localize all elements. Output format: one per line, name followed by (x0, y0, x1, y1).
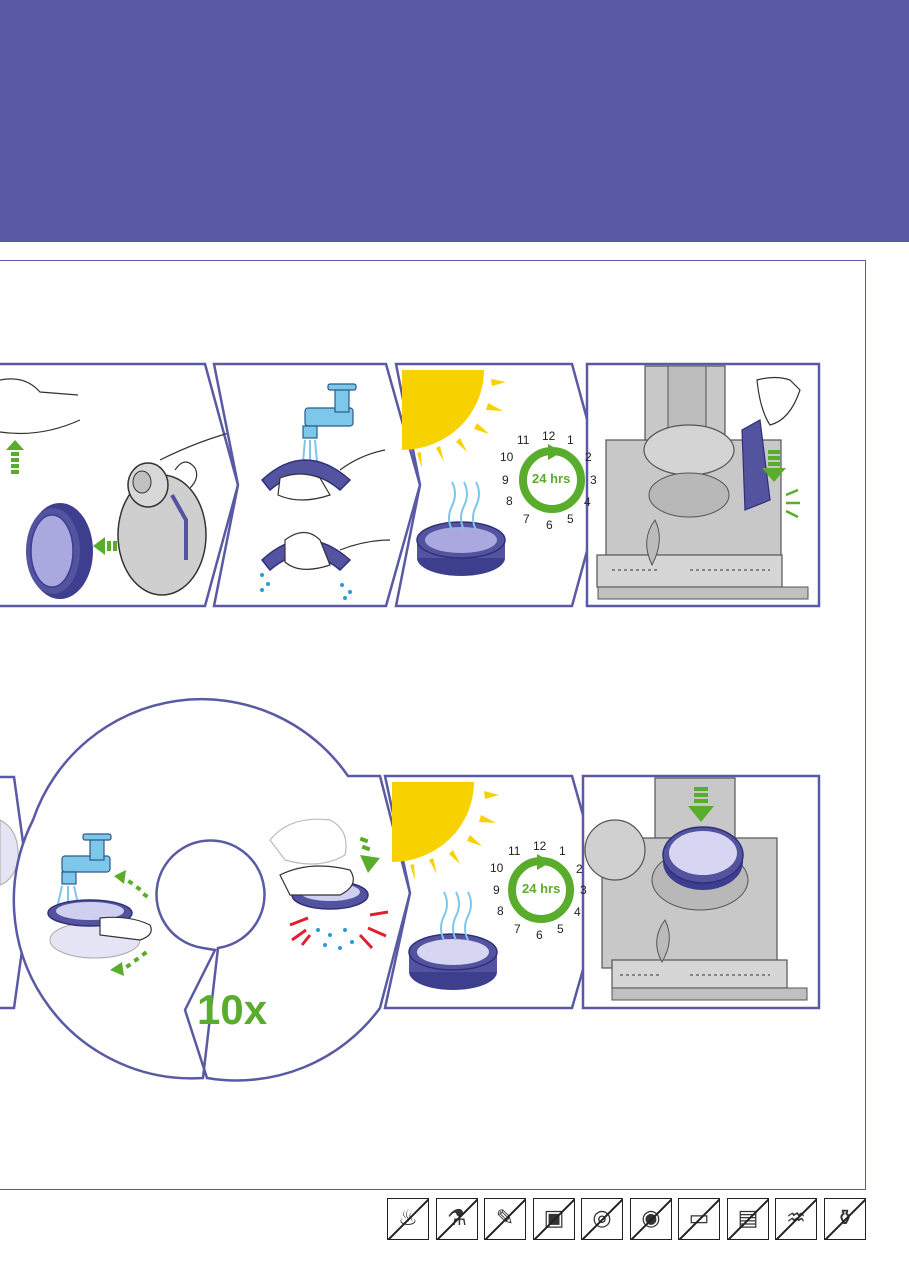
clock-hour: 2 (585, 450, 592, 464)
filter-side-view (26, 503, 93, 599)
clock-hour: 9 (493, 883, 500, 897)
hand-illustration (0, 378, 81, 435)
clock-hour: 2 (576, 862, 583, 876)
green-down-arrow-1 (762, 450, 786, 482)
clock-hour: 5 (567, 512, 574, 526)
no-tumble-dryer-icon: ◎ (581, 1198, 623, 1240)
sun-rays-1 (417, 379, 506, 468)
clock-hour: 1 (567, 433, 574, 447)
clock-2 (508, 854, 574, 923)
no-hot-water-icon: ♨ (387, 1198, 429, 1240)
no-dishwasher-icon: ▤ (727, 1198, 769, 1240)
clock-hour: 11 (508, 844, 521, 858)
repeat-count-label: 10x (197, 986, 268, 1033)
clock-hour: 5 (557, 922, 564, 936)
green-up-arrow (6, 440, 24, 474)
step-wash-filter-panel (212, 362, 422, 608)
filter-drying-1 (416, 521, 506, 576)
sun-rays-2 (410, 791, 499, 880)
clock-hour: 10 (490, 861, 504, 875)
no-hairdryer-icon: ♒ (775, 1198, 817, 1240)
tap-icon-1 (302, 383, 357, 463)
step-refit-panel-1 (585, 362, 821, 608)
clock-hour: 8 (506, 494, 513, 508)
clock-hour: 4 (574, 905, 581, 919)
step-dry-panel-2 (383, 774, 607, 1010)
filter-installed (662, 826, 744, 890)
clock-hour: 10 (500, 450, 514, 464)
no-washing-machine-icon: ◉ (630, 1198, 672, 1240)
green-down-arrow-2 (359, 836, 380, 873)
clock-hour: 7 (514, 922, 521, 936)
instructions-frame (0, 260, 866, 1190)
clock-duration-label: 24 hrs (522, 881, 561, 896)
clock-hour: 6 (536, 928, 543, 942)
clock-hour: 12 (533, 839, 547, 853)
no-detergent-icon: ⚗ (436, 1198, 478, 1240)
no-brush-icon: ✎ (484, 1198, 526, 1240)
clock-duration-label: 24 hrs (532, 471, 571, 486)
clock-hour: 3 (590, 473, 597, 487)
clock-hour: 12 (542, 429, 556, 443)
step-dry-panel-1 (394, 362, 607, 608)
no-oven-icon: ▣ (533, 1198, 575, 1240)
sun-icon-1 (402, 370, 484, 450)
sun-icon-2 (392, 782, 474, 862)
water-drops (260, 573, 352, 600)
clock-hour: 3 (580, 883, 587, 897)
clock-hour: 4 (584, 495, 591, 509)
step-refit-panel-2 (581, 774, 821, 1010)
cyclone-canister (117, 429, 241, 596)
clock-hour: 8 (497, 904, 504, 918)
rotate-arrows-2 (110, 870, 149, 976)
filter-drying-2 (408, 933, 498, 990)
repeat-cycle-panel: 10x (12, 697, 412, 1082)
step-remove-filter-panel (0, 362, 241, 608)
clock-hour: 11 (517, 433, 530, 447)
no-microwave-icon: ▭ (678, 1198, 720, 1240)
clock-hour: 6 (546, 518, 553, 532)
clock-hour: 9 (502, 473, 509, 487)
clock-hour: 1 (559, 844, 566, 858)
clock-hour: 7 (523, 512, 530, 526)
clock-1 (519, 444, 585, 513)
no-spray-icon: ⚱ (824, 1198, 866, 1240)
header-band (0, 0, 909, 242)
green-down-arrow-3 (688, 787, 714, 822)
